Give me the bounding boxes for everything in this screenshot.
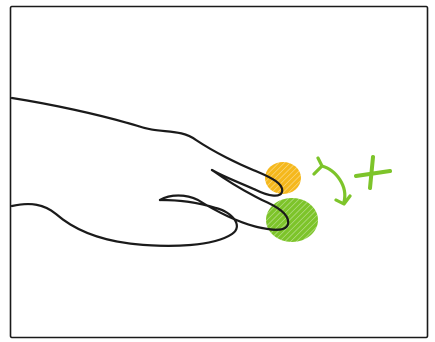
hand-back-outline bbox=[12, 98, 282, 196]
plus-icon bbox=[356, 157, 390, 188]
frame-border bbox=[11, 7, 428, 338]
hand-icon bbox=[12, 98, 288, 246]
rotate-arrows-icon bbox=[314, 158, 350, 204]
palm-outline bbox=[12, 200, 237, 246]
